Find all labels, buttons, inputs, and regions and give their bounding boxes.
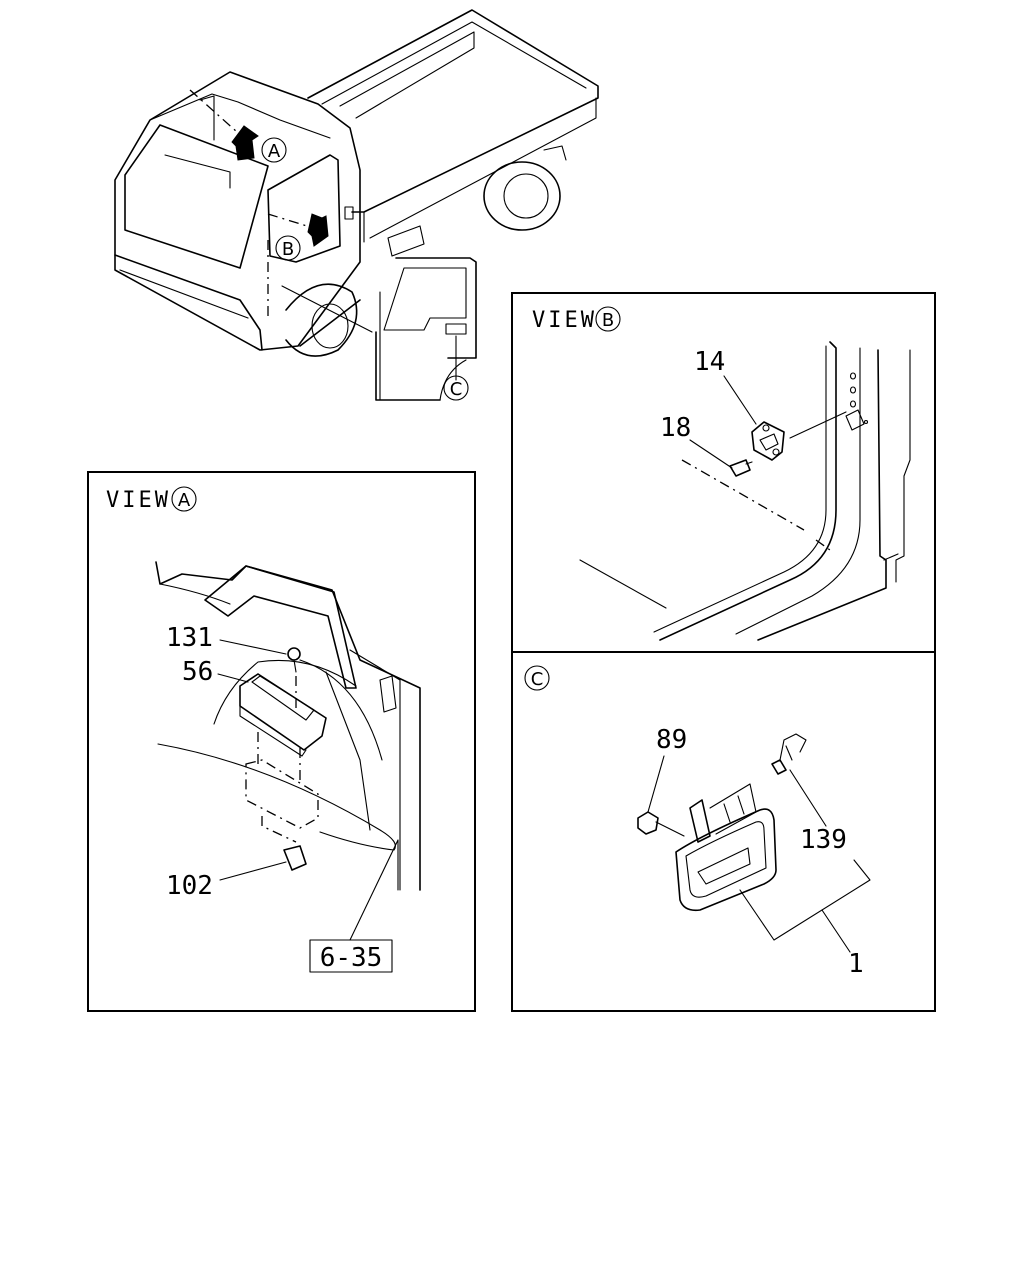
view-a-frame [87,471,476,1012]
view-c-panel: C 89 139 1 [511,651,936,1012]
callout-14: 14 [694,347,725,377]
view-a-marker-label: A [178,490,191,511]
view-a-title: VIEW [106,488,171,513]
view-c-marker [524,665,550,691]
reference-box[interactable] [309,939,393,973]
view-c-marker-label: C [531,669,544,690]
callout-56: 56 [182,657,213,687]
view-b-marker [595,306,621,332]
view-marker-a[interactable] [261,137,287,163]
view-marker-b-label: B [282,239,294,260]
view-marker-c-label: C [450,379,463,400]
callout-89: 89 [656,725,687,755]
view-b-panel: VIEW B 14 18 [511,292,936,653]
view-b-marker-label: B [602,310,614,331]
view-c-frame [511,651,936,1012]
view-marker-a-label: A [268,141,281,162]
view-marker-b[interactable] [275,235,301,261]
callout-1: 1 [848,949,864,979]
callout-139: 139 [800,825,847,855]
reference-label: 6-35 [320,943,383,973]
callout-131: 131 [166,623,213,653]
view-a-marker [171,486,197,512]
callout-18: 18 [660,413,691,443]
view-marker-c[interactable] [443,375,469,401]
view-a-panel: VIEW A 131 56 102 [87,471,476,1012]
view-b-title: VIEW [532,308,597,333]
callout-102: 102 [166,871,213,901]
truck-overview: A B C [114,9,599,401]
